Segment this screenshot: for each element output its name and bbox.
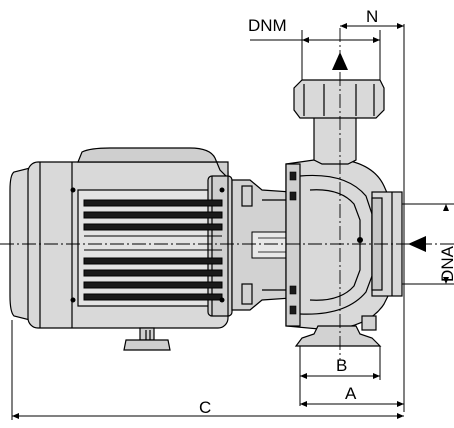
label-b: B (336, 356, 347, 375)
motor-bolts (70, 187, 225, 303)
label-a: A (345, 384, 357, 403)
label-n: N (366, 7, 378, 26)
motor (9, 147, 233, 329)
dimension-arrowheads (12, 23, 449, 419)
label-dna: DNA (438, 245, 454, 282)
volute-bolts (289, 171, 297, 315)
suction-flow-arrow (408, 236, 426, 252)
discharge-nozzle (293, 79, 385, 165)
motor-fan-cover (9, 167, 31, 321)
motor-top-edge (77, 147, 229, 180)
volute-plug (357, 237, 363, 243)
motor-cooling-fins (83, 199, 223, 301)
dimension-lines (11, 24, 454, 420)
motor-foot (123, 327, 171, 351)
center-lines (0, 28, 454, 360)
label-dnm: DNM (248, 16, 287, 35)
label-c: C (199, 398, 211, 417)
discharge-flow-arrow (332, 52, 348, 70)
